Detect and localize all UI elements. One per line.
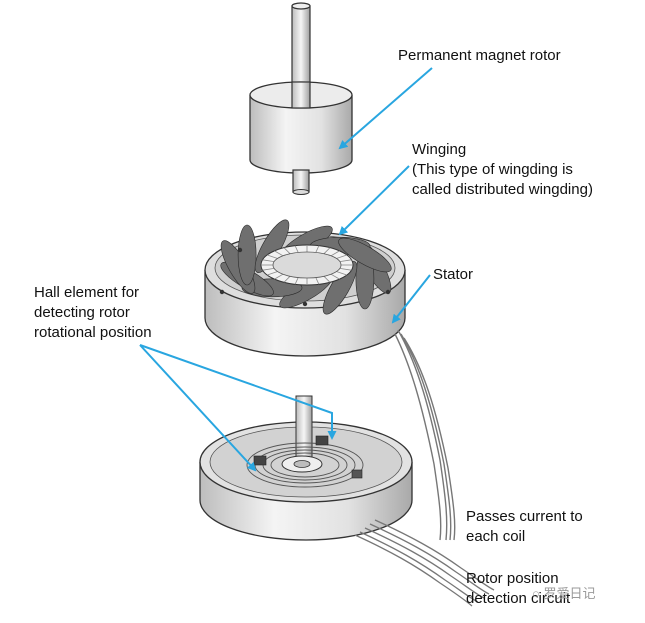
leader-arrows bbox=[139, 67, 433, 472]
stator-tooth bbox=[336, 254, 347, 259]
stator-tooth bbox=[274, 250, 284, 257]
current-label-line-2: each coil bbox=[466, 528, 526, 545]
stator-tooth bbox=[283, 276, 291, 283]
stator-tooth bbox=[274, 273, 284, 280]
current-label-line-1: Passes current to bbox=[466, 508, 583, 525]
stator-tooth bbox=[262, 268, 275, 271]
stator-tooth bbox=[330, 250, 340, 257]
hall-element-label: Hall element for detecting rotor rotatio… bbox=[34, 283, 152, 343]
stator-assembly bbox=[204, 219, 456, 541]
stator-arrow bbox=[391, 274, 431, 324]
stator-label: Stator bbox=[433, 266, 474, 283]
stator-tooth bbox=[294, 277, 299, 285]
stator-tooth bbox=[262, 259, 275, 262]
watermark: ○ 罗爱日记 bbox=[532, 583, 596, 602]
stator-tooth bbox=[283, 247, 291, 254]
hall-arrow-upper bbox=[139, 344, 337, 440]
stator-tooth bbox=[336, 271, 347, 276]
rotor-label: Permanent magnet rotor bbox=[398, 47, 561, 64]
hall-label-line-3: rotational position bbox=[34, 324, 152, 341]
winding-arrow bbox=[338, 165, 410, 236]
winding-coil bbox=[338, 237, 392, 273]
hall-arrow-lower bbox=[139, 344, 257, 472]
hall-label-line-1: Hall element for bbox=[34, 284, 140, 301]
winding-label-line-2: (This type of wingding is bbox=[412, 161, 573, 178]
winding-coil bbox=[322, 261, 358, 315]
current-label: Passes current to each coil bbox=[466, 507, 583, 547]
winding-label-line-3: called distributed wingding) bbox=[412, 181, 593, 198]
stator-tooth bbox=[267, 254, 278, 259]
winding-coil bbox=[237, 224, 257, 286]
stator-tooth bbox=[339, 268, 352, 271]
detection-label-line-1: Rotor position bbox=[466, 570, 559, 587]
winding-label: Winging (This type of wingding is called… bbox=[412, 140, 593, 200]
stator-tooth bbox=[267, 271, 278, 276]
rotor-assembly bbox=[249, 2, 353, 195]
stator-tooth bbox=[323, 276, 331, 283]
rotor-arrow bbox=[338, 67, 433, 150]
stator-tooth bbox=[294, 245, 299, 253]
stator-tooth bbox=[315, 245, 320, 253]
stator-tooth bbox=[330, 273, 340, 280]
wechat-icon: ○ bbox=[532, 586, 540, 601]
hall-label-line-2: detecting rotor bbox=[34, 304, 130, 321]
stator-tooth bbox=[323, 247, 331, 254]
detection-label: Rotor position detection circuit bbox=[466, 569, 570, 609]
stator-tooth bbox=[339, 259, 352, 262]
detection-label-line-2: detection circuit bbox=[466, 590, 571, 607]
base-housing bbox=[199, 395, 495, 607]
stator-tooth bbox=[315, 277, 320, 285]
watermark-text: 罗爱日记 bbox=[543, 586, 596, 601]
winding-label-line-1: Winging bbox=[412, 141, 467, 158]
